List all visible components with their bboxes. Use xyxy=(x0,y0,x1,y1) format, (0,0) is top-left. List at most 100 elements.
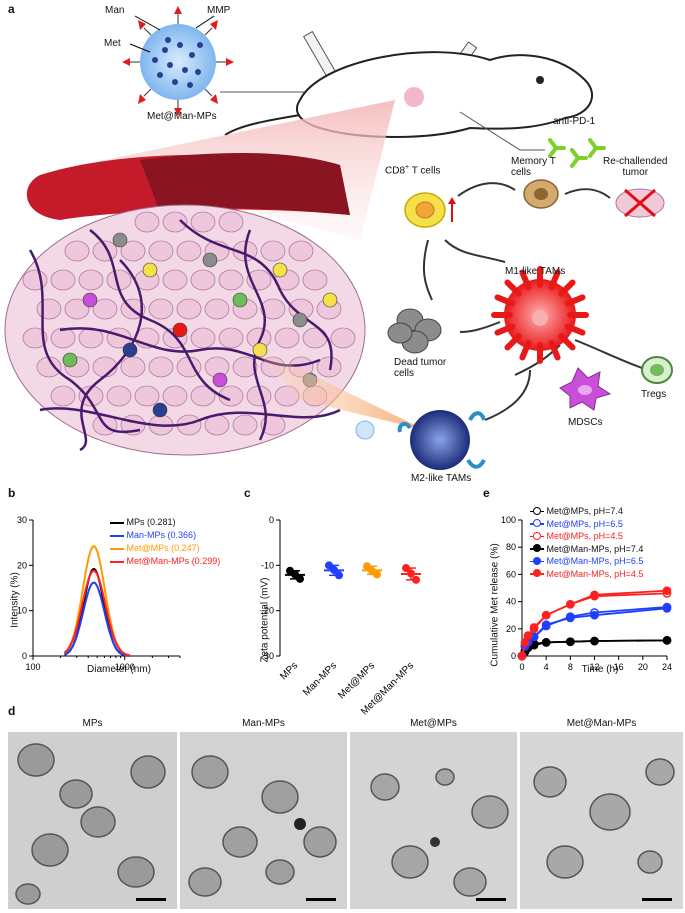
chart-e-ylabel-wrap: Cumulative Met release (%) xyxy=(488,535,502,675)
chart-b-xlabel: Diameter (nm) xyxy=(87,664,151,675)
cd8-t-cell-icon xyxy=(404,192,456,228)
legend-item: MPs (0.281) xyxy=(110,516,220,529)
y-tick-label: 30 xyxy=(17,515,27,525)
chart-c-ylabel: Zeta potential (mV) xyxy=(259,577,271,663)
x-tick-label: 1000 xyxy=(115,662,135,672)
y-tick-label: 80 xyxy=(506,542,516,552)
data-point xyxy=(529,623,539,632)
panel-a-illustration xyxy=(4,6,673,470)
scale-bar xyxy=(642,898,672,901)
data-point xyxy=(335,571,343,580)
x-tick-label: 0 xyxy=(519,662,524,672)
data-point xyxy=(541,610,551,620)
label-mmp: MMP xyxy=(207,5,231,16)
tem-image-mps xyxy=(8,732,177,909)
tumor-tissue xyxy=(4,204,366,456)
chart-b-ylabel: Intensity (%) xyxy=(9,572,21,628)
legend-item: Met@MPs, pH=4.5 xyxy=(530,530,643,543)
data-point xyxy=(541,638,551,647)
data-point xyxy=(412,575,420,584)
chart-b-legend: MPs (0.281) Man-MPs (0.366) Met@MPs (0.2… xyxy=(110,516,220,568)
x-tick-label: 4 xyxy=(544,662,549,672)
m1-tam-icon xyxy=(491,266,589,364)
x-tick-label: 100 xyxy=(25,662,40,672)
data-point xyxy=(565,599,575,609)
y-tick-label: 0 xyxy=(269,515,274,525)
panel-a-label: a xyxy=(8,2,15,16)
x-tick-label: Met@MPs xyxy=(336,660,377,701)
tem-title-met-mps: Met@MPs xyxy=(410,718,457,729)
panel-c-label: c xyxy=(244,486,251,500)
scale-bar xyxy=(136,898,166,901)
rechallenged-tumor-icon xyxy=(615,188,665,218)
data-point xyxy=(662,636,672,645)
legend-item: Met@MPs (0.247) xyxy=(110,542,220,555)
legend-item: Met@Man-MPs, pH=6.5 xyxy=(530,555,643,568)
series-line xyxy=(63,581,131,657)
y-tick-label: 0 xyxy=(22,651,27,661)
chart-e-ylabel: Cumulative Met release (%) xyxy=(489,543,501,667)
scale-bar xyxy=(306,898,336,901)
legend-item: Met@MPs, pH=6.5 xyxy=(530,518,643,531)
panel-e-label: e xyxy=(483,486,490,500)
data-point xyxy=(517,651,527,661)
data-point xyxy=(330,565,338,574)
y-tick-label: 40 xyxy=(506,597,516,607)
y-tick-label: -30 xyxy=(261,651,274,661)
m2-tam-icon xyxy=(355,410,486,470)
data-point xyxy=(590,610,599,620)
label-mdscs: MDSCs xyxy=(568,417,603,428)
tem-title-met-man-mps: Met@Man-MPs xyxy=(566,718,637,729)
tregs-icon xyxy=(641,356,673,384)
panel-b-label: b xyxy=(8,486,16,500)
label-m1: M1-like TAMs xyxy=(505,266,566,277)
x-tick-label: 12 xyxy=(589,662,599,672)
data-point xyxy=(590,590,599,600)
label-particle-name: Met@Man-MPs xyxy=(147,111,217,122)
y-tick-label: 60 xyxy=(506,569,516,579)
x-tick-label: 20 xyxy=(638,662,648,672)
scale-bar xyxy=(476,898,506,901)
legend-item: Met@Man-MPs (0.299) xyxy=(110,555,220,568)
data-point xyxy=(373,570,381,579)
tem-image-man-mps xyxy=(180,732,347,909)
data-point xyxy=(565,637,575,647)
y-tick-label: -10 xyxy=(261,560,274,570)
tem-title-mps: MPs xyxy=(82,718,103,729)
tem-image-met-mps xyxy=(350,732,517,909)
label-man: Man xyxy=(105,5,125,16)
x-tick-label: 16 xyxy=(614,662,624,672)
chart-e-legend: Met@MPs, pH=7.4 Met@MPs, pH=6.5 Met@MPs,… xyxy=(530,505,643,580)
tem-image-met-man-mps xyxy=(520,732,683,909)
y-tick-label: 20 xyxy=(17,560,27,570)
label-tregs: Tregs xyxy=(641,389,667,400)
legend-item: Met@MPs, pH=7.4 xyxy=(530,505,643,518)
x-tick-label: 8 xyxy=(568,662,573,672)
data-point xyxy=(520,638,530,647)
data-point xyxy=(407,569,415,578)
x-tick-label: MPs xyxy=(278,660,300,682)
data-point xyxy=(590,636,599,646)
data-point xyxy=(662,586,672,596)
chart-c-ylabel-wrap: Zeta potential (mV) xyxy=(258,560,272,680)
label-cd8-t-cells: CD8+ T cells xyxy=(385,164,441,177)
chart-b-size-distribution: 0 10 20 30 100 1000 xyxy=(17,515,181,672)
y-tick-label: -20 xyxy=(261,606,274,616)
legend-item: Met@Man-MPs, pH=4.5 xyxy=(530,568,643,581)
data-point xyxy=(402,564,410,573)
particle-illustration xyxy=(122,6,351,116)
y-tick-label: 10 xyxy=(17,606,27,616)
data-point xyxy=(541,620,551,630)
chart-e-xlabel: Time (h) xyxy=(581,664,619,675)
chart-b-ylabel-wrap: Intensity (%) xyxy=(8,560,22,640)
mdscs-icon xyxy=(559,367,612,411)
legend-item: Man-MPs (0.366) xyxy=(110,529,220,542)
data-point xyxy=(523,631,533,640)
legend-item: Met@Man-MPs, pH=7.4 xyxy=(530,543,643,556)
memory-t-cell-icon xyxy=(523,179,559,209)
label-m2: M2-like TAMs xyxy=(411,473,472,484)
